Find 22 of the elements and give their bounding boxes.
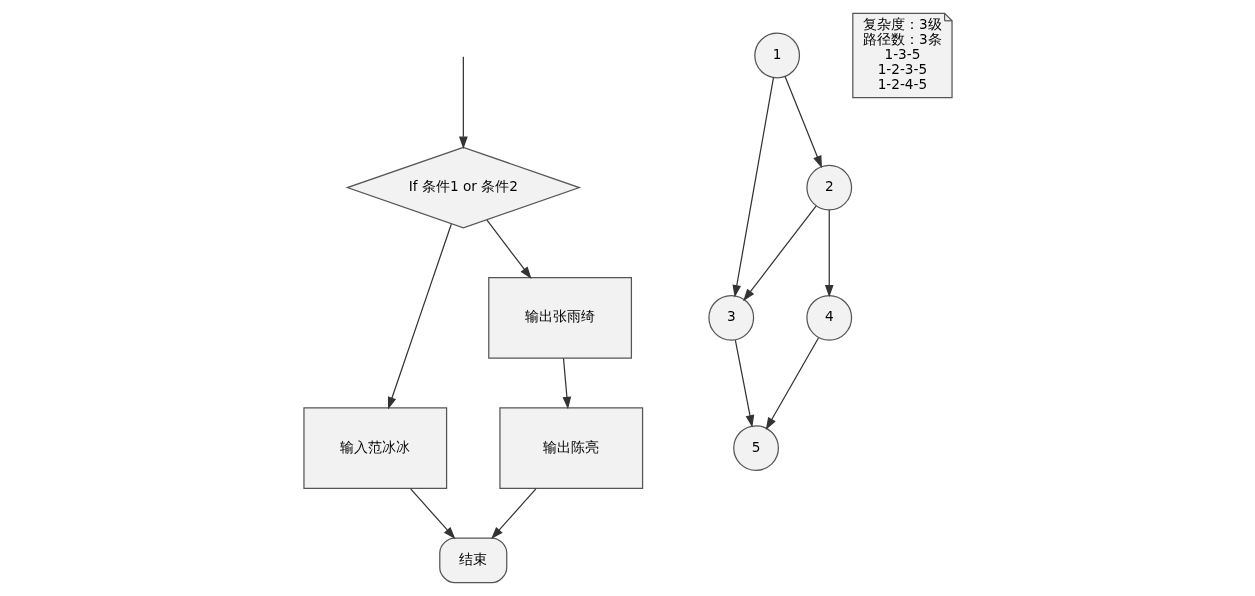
node-circle: 5 xyxy=(732,425,779,472)
arrow xyxy=(765,337,819,430)
arrow xyxy=(409,488,455,540)
node-box: 输入范冰冰 xyxy=(302,407,447,489)
node-circle: 2 xyxy=(805,164,852,211)
arrow xyxy=(485,219,532,279)
node-circle: 3 xyxy=(707,294,754,341)
arrow xyxy=(824,209,834,298)
arrow xyxy=(732,76,774,298)
arrow xyxy=(783,75,822,169)
arrow xyxy=(742,205,817,302)
arrow xyxy=(490,488,536,540)
node-circle: 4 xyxy=(805,294,852,341)
arrow xyxy=(458,56,468,149)
arrow xyxy=(562,357,571,410)
arrow xyxy=(387,223,452,410)
node-box: 结束 xyxy=(438,537,507,584)
node-box: 输出陈亮 xyxy=(498,407,643,489)
node-diamond: If 条件1 or 条件2 xyxy=(345,146,581,229)
node-box: 输出张雨绮 xyxy=(487,276,632,359)
arrow xyxy=(734,339,754,428)
node-circle: 1 xyxy=(753,32,800,79)
